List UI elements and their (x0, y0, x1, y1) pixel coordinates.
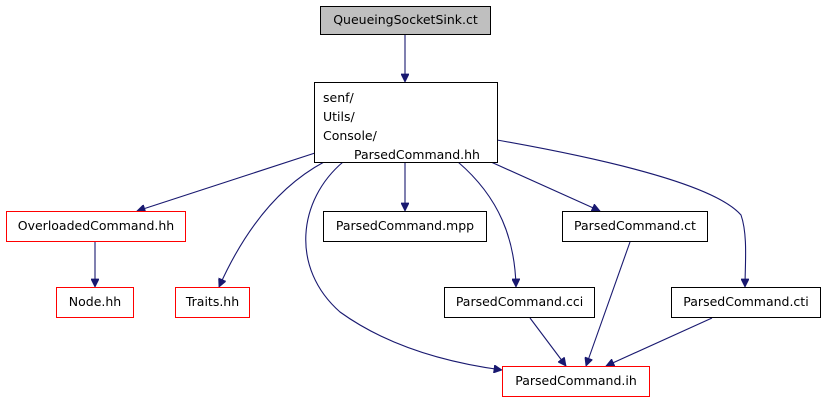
node-overloaded-command[interactable]: OverloadedCommand.hh (6, 211, 186, 242)
node-node-hh[interactable]: Node.hh (56, 287, 134, 318)
node-label: QueueingSocketSink.ct (333, 12, 478, 28)
node-label: ParsedCommand.cti (683, 294, 809, 310)
node-label: Node.hh (68, 294, 122, 310)
node-label: ParsedCommand.mpp (335, 218, 475, 234)
edge-hub-to-overloaded (137, 152, 316, 211)
node-label: ParsedCommand.ih (515, 373, 637, 389)
edge-cci-to-ih (529, 317, 566, 366)
node-label: ParsedCommand.cci (455, 294, 584, 310)
node-traits-hh[interactable]: Traits.hh (175, 287, 250, 318)
edge-cti-to-ih (606, 317, 713, 366)
edge-hub-to-ih (305, 161, 502, 370)
node-label: ParsedCommand.ct (574, 218, 696, 234)
node-parsed-command-cti[interactable]: ParsedCommand.cti (671, 287, 821, 318)
node-label: OverloadedCommand.hh (17, 218, 175, 234)
node-parsed-command-hh[interactable]: senf/ Utils/ Console/ ParsedCommand.hh (314, 82, 498, 163)
node-label-line: ParsedCommand.hh (354, 147, 480, 162)
node-parsed-command-mpp[interactable]: ParsedCommand.mpp (323, 211, 487, 242)
node-label-line: Console/ (323, 128, 377, 143)
node-label-line: senf/ (323, 90, 354, 105)
node-label: Traits.hh (185, 294, 240, 310)
edge-hub-to-cti (496, 139, 746, 287)
node-queueing-socket-sink[interactable]: QueueingSocketSink.ct (320, 6, 491, 35)
edge-hub-to-traits (219, 161, 325, 287)
node-parsed-command-cci[interactable]: ParsedCommand.cci (444, 287, 595, 318)
node-parsed-command-ih[interactable]: ParsedCommand.ih (502, 366, 650, 397)
edge-hub-to-ct (490, 161, 600, 211)
node-parsed-command-ct[interactable]: ParsedCommand.ct (562, 211, 708, 242)
node-label-line: Utils/ (323, 109, 355, 124)
edge-ct-to-ih (586, 241, 631, 366)
edge-hub-to-cci (457, 161, 516, 287)
